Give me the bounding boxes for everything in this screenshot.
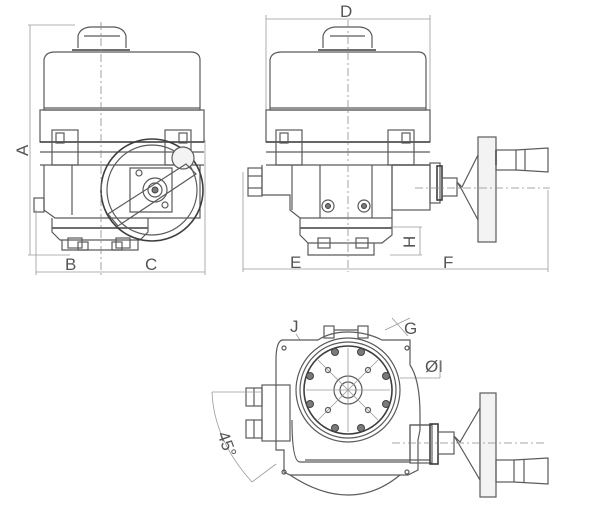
dim-label-c: C bbox=[145, 255, 157, 274]
dim-label-f: F bbox=[443, 253, 453, 272]
dim-label-angle: 45° bbox=[213, 429, 240, 460]
dim-label-a: A bbox=[13, 144, 32, 156]
dim-label-dia-i: ØI bbox=[425, 357, 443, 376]
dim-label-b: B bbox=[65, 255, 76, 274]
dim-label-h: H bbox=[400, 236, 419, 248]
top-view: J G ØI bbox=[211, 317, 549, 498]
dim-label-g: G bbox=[404, 319, 417, 338]
front-view: A bbox=[13, 22, 206, 275]
dim-label-d: D bbox=[340, 2, 352, 21]
dim-label-j: J bbox=[290, 317, 299, 336]
dim-label-e: E bbox=[290, 253, 301, 272]
side-view: D bbox=[242, 2, 550, 272]
